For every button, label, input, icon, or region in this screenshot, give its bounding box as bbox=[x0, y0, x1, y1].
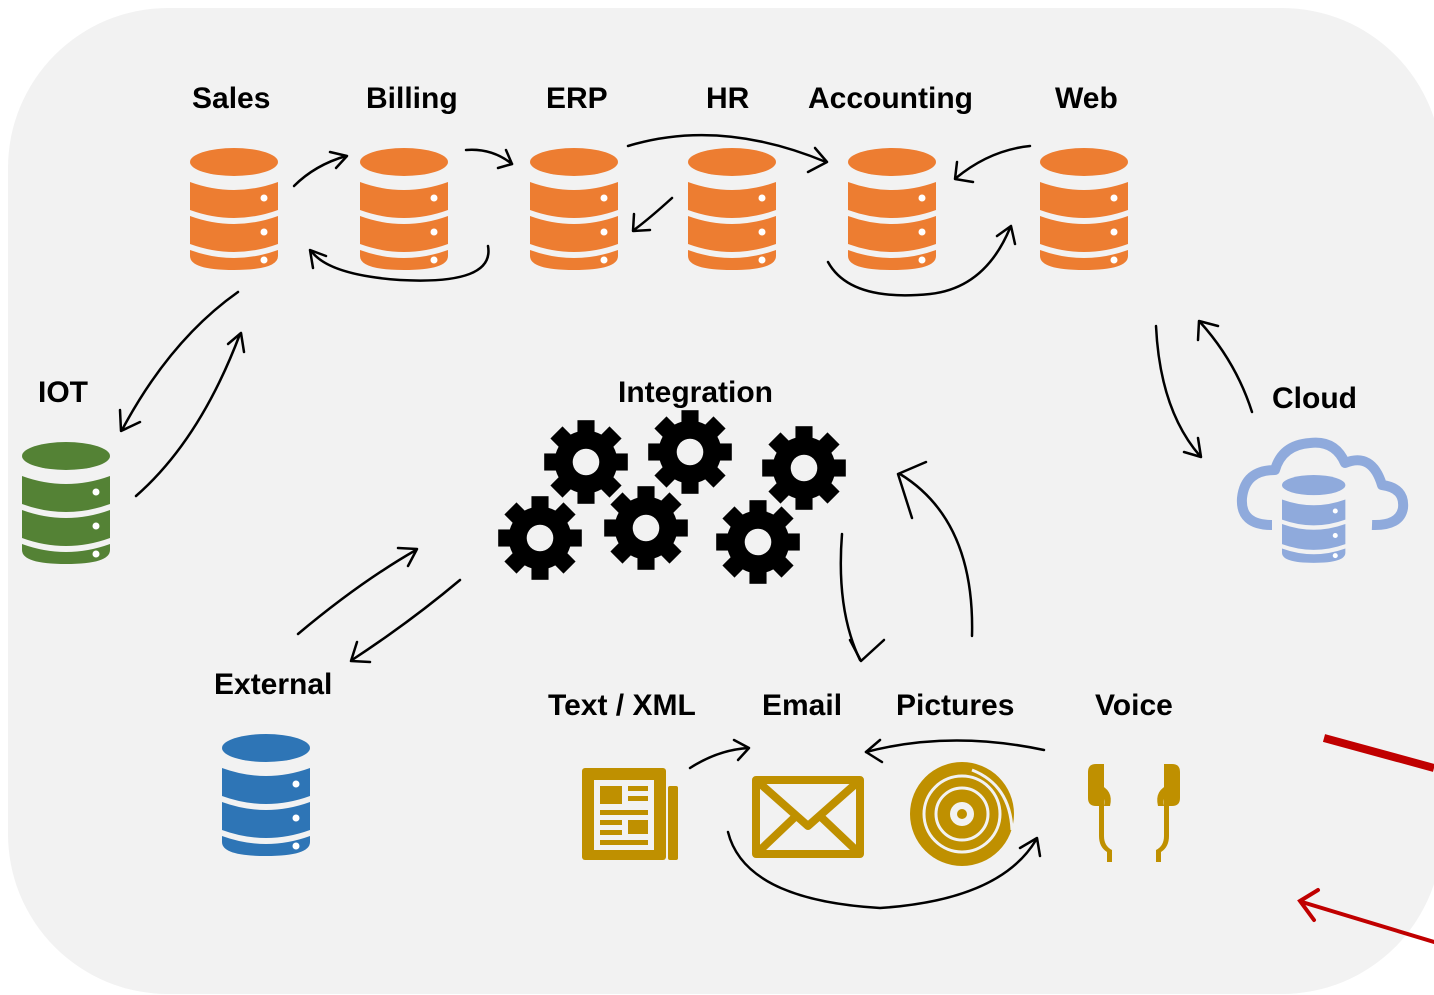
web-database-icon bbox=[1040, 148, 1128, 270]
billing-database-icon bbox=[360, 148, 448, 270]
text-xml-label: Text / XML bbox=[548, 689, 696, 722]
voice-label: Voice bbox=[1095, 689, 1173, 722]
earphones-icon bbox=[1088, 764, 1180, 862]
hr-database-icon bbox=[688, 148, 776, 270]
sales-label: Sales bbox=[192, 82, 271, 115]
erp-database-icon bbox=[530, 148, 618, 270]
cloud-database-icon bbox=[1236, 437, 1409, 563]
accounting-label: Accounting bbox=[808, 82, 973, 115]
pictures-label: Pictures bbox=[896, 689, 1015, 722]
accounting-database-icon bbox=[848, 148, 936, 270]
external-label: External bbox=[214, 668, 333, 701]
gears-icon bbox=[498, 410, 846, 584]
disc-icon bbox=[910, 762, 1014, 866]
external-database-icon bbox=[222, 734, 310, 856]
erp-label: ERP bbox=[546, 82, 608, 115]
iot-label: IOT bbox=[38, 376, 88, 409]
email-label: Email bbox=[762, 689, 843, 722]
hr-label: HR bbox=[706, 82, 750, 115]
integration-label: Integration bbox=[618, 376, 773, 409]
highlight-arrows bbox=[1297, 734, 1434, 944]
newspaper-icon bbox=[582, 768, 678, 860]
sales-database-icon bbox=[190, 148, 278, 270]
cloud-label: Cloud bbox=[1272, 382, 1357, 415]
web-label: Web bbox=[1055, 82, 1118, 115]
connection-arrows bbox=[118, 133, 1254, 910]
iot-database-icon bbox=[22, 442, 110, 564]
envelope-icon bbox=[752, 776, 864, 858]
billing-label: Billing bbox=[366, 82, 458, 115]
